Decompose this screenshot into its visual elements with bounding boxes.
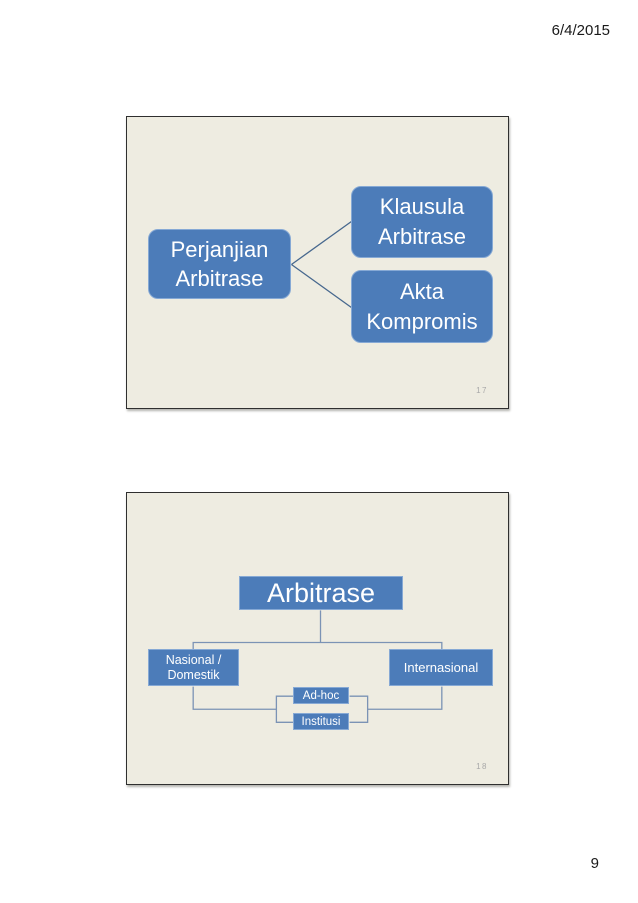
ad-hoc-box: Ad-hoc bbox=[293, 687, 349, 704]
arbitrase-box: Arbitrase bbox=[239, 576, 403, 610]
slide18-connectors bbox=[192, 610, 443, 723]
connector-nasional-run bbox=[192, 686, 277, 710]
nasional-domestik-box: Nasional / Domestik bbox=[148, 649, 239, 686]
connector-top-rail bbox=[192, 641, 443, 650]
perjanjian-arbitrase-box: Perjanjian Arbitrase bbox=[148, 229, 291, 299]
klausula-arbitrase-box: Klausula Arbitrase bbox=[351, 186, 493, 258]
slide-18: Arbitrase Nasional / Domestik Internasio… bbox=[126, 492, 509, 785]
connector-line-to-klausula bbox=[291, 220, 352, 266]
box-text-line: Domestik bbox=[167, 667, 220, 682]
box-text-line: Arbitrase bbox=[377, 224, 467, 249]
box-text-line: Arbitrase bbox=[266, 578, 376, 608]
box-text-line: Akta bbox=[399, 278, 445, 304]
connector-internasional-run bbox=[367, 686, 443, 710]
connector-left-bracket bbox=[275, 695, 294, 723]
box-text-line: Perjanjian bbox=[170, 237, 269, 262]
slide17-connectors bbox=[291, 220, 352, 309]
box-text-line: Arbitrase bbox=[175, 266, 264, 291]
institusi-box: Institusi bbox=[293, 713, 349, 730]
slide-number: 18 bbox=[476, 762, 488, 771]
page-number: 9 bbox=[590, 855, 599, 872]
box-text-line: Ad-hoc bbox=[302, 689, 340, 702]
connector-line-to-akta bbox=[291, 263, 352, 309]
box-text-line: Institusi bbox=[301, 715, 341, 728]
slide-number: 17 bbox=[476, 386, 488, 395]
akta-kompromis-box: Akta Kompromis bbox=[351, 270, 493, 343]
box-text-line: Internasional bbox=[403, 660, 479, 675]
internasional-box: Internasional bbox=[389, 649, 493, 686]
box-text-line: Nasional / bbox=[165, 652, 222, 667]
box-text-line: Klausula bbox=[379, 194, 465, 219]
print-date: 6/4/2015 bbox=[551, 22, 610, 39]
slide-17: Perjanjian Arbitrase Klausula Arbitrase … bbox=[126, 116, 509, 409]
connector-right-bracket bbox=[349, 695, 369, 723]
box-text-line: Kompromis bbox=[366, 308, 478, 334]
